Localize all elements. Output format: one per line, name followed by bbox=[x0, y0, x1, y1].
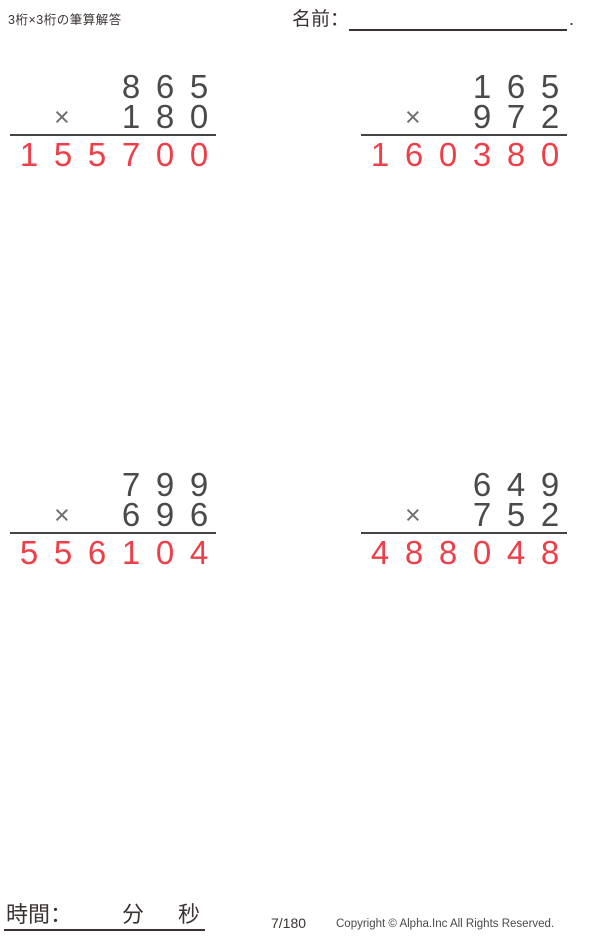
digit: 1 bbox=[121, 534, 141, 571]
digit: 5 bbox=[19, 534, 39, 571]
digit: 2 bbox=[540, 496, 560, 533]
digit: 6 bbox=[404, 136, 424, 173]
name-period: . bbox=[569, 9, 575, 29]
digit: 8 bbox=[404, 534, 424, 571]
times-icon: × bbox=[54, 102, 70, 132]
page-number: 7/180 bbox=[271, 915, 307, 931]
rule-line bbox=[361, 134, 567, 136]
digit: 4 bbox=[370, 534, 390, 571]
digit: 8 bbox=[540, 534, 560, 571]
digit: 4 bbox=[506, 466, 526, 503]
digit: 0 bbox=[189, 136, 209, 173]
seconds-label: 秒 bbox=[178, 902, 201, 927]
name-field: 名前： . bbox=[292, 7, 574, 31]
times-icon: × bbox=[405, 500, 421, 530]
time-field: 時間： 分 秒 bbox=[4, 902, 205, 931]
digit: 5 bbox=[506, 496, 526, 533]
digit: 5 bbox=[540, 68, 560, 105]
digit: 8 bbox=[506, 136, 526, 173]
digit: 9 bbox=[155, 466, 175, 503]
digit: 0 bbox=[189, 98, 209, 135]
worksheet-title: 3桁×3桁の筆算解答 bbox=[8, 13, 122, 27]
rule-line bbox=[10, 134, 216, 136]
digit: 8 bbox=[121, 68, 141, 105]
digit: 4 bbox=[506, 534, 526, 571]
digit: 7 bbox=[121, 466, 141, 503]
digit: 9 bbox=[540, 466, 560, 503]
times-icon: × bbox=[54, 500, 70, 530]
digit: 0 bbox=[155, 534, 175, 571]
digit: 0 bbox=[438, 136, 458, 173]
digit: 6 bbox=[121, 496, 141, 533]
name-label: 名前： bbox=[292, 9, 350, 30]
digit: 1 bbox=[472, 68, 492, 105]
digit: 0 bbox=[472, 534, 492, 571]
digit: 4 bbox=[189, 534, 209, 571]
digit: 1 bbox=[370, 136, 390, 173]
digit: 9 bbox=[155, 496, 175, 533]
digit: 9 bbox=[189, 466, 209, 503]
time-label: 時間： bbox=[6, 902, 73, 927]
rule-line bbox=[361, 532, 567, 534]
digit: 6 bbox=[155, 68, 175, 105]
digit: 3 bbox=[472, 136, 492, 173]
times-icon: × bbox=[405, 102, 421, 132]
digit: 1 bbox=[121, 98, 141, 135]
digit: 6 bbox=[189, 496, 209, 533]
digit: 0 bbox=[540, 136, 560, 173]
digit: 5 bbox=[189, 68, 209, 105]
digit: 6 bbox=[506, 68, 526, 105]
digit: 8 bbox=[155, 98, 175, 135]
digit: 7 bbox=[506, 98, 526, 135]
digit: 6 bbox=[472, 466, 492, 503]
digit: 5 bbox=[53, 136, 73, 173]
digit: 6 bbox=[87, 534, 107, 571]
digit: 5 bbox=[53, 534, 73, 571]
name-underline bbox=[349, 8, 568, 31]
digit: 8 bbox=[438, 534, 458, 571]
minutes-label: 分 bbox=[122, 902, 145, 927]
digit: 0 bbox=[155, 136, 175, 173]
digit: 7 bbox=[121, 136, 141, 173]
digit: 2 bbox=[540, 98, 560, 135]
digit: 7 bbox=[472, 496, 492, 533]
digit: 9 bbox=[472, 98, 492, 135]
digit: 5 bbox=[87, 136, 107, 173]
rule-line bbox=[10, 532, 216, 534]
copyright-notice: Copyright © Alpha.Inc All Rights Reserve… bbox=[336, 918, 555, 930]
digit: 1 bbox=[19, 136, 39, 173]
